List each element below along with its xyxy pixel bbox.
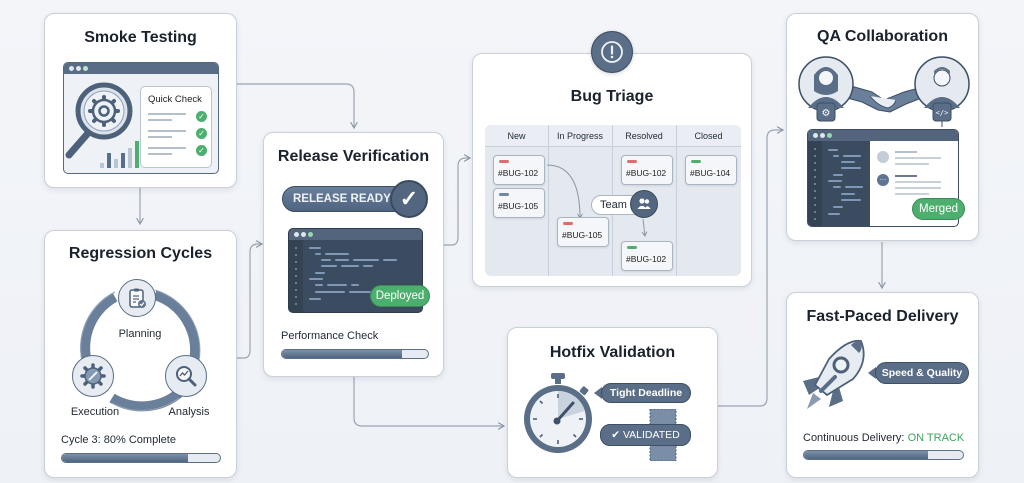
clipboard-check-icon — [129, 288, 146, 308]
on-track-status: ON TRACK — [907, 432, 965, 444]
bug-id: #BUG-104 — [690, 168, 731, 178]
connector-release-to-triage — [444, 154, 472, 246]
validated-badge: ✔ VALIDATED — [600, 424, 691, 446]
bug-id: #BUG-105 — [498, 201, 539, 211]
bug-card[interactable]: #BUG-102 — [621, 155, 673, 185]
bug-card[interactable]: #BUG-102 — [621, 241, 673, 271]
priority-tag — [499, 193, 509, 196]
column-header-closed: Closed — [694, 131, 723, 141]
check-icon: ✓ — [196, 145, 207, 156]
fast-paced-delivery-card[interactable]: Fast-Paced Delivery Speed & Quality Cont… — [786, 292, 979, 478]
quick-check-panel: Quick Check ✓ ✓ ✓ — [140, 86, 212, 168]
deadline-callout: Tight Deadline — [594, 383, 691, 403]
connector-regression-to-release — [237, 240, 264, 359]
svg-text:</>: </> — [936, 109, 949, 117]
speed-quality-label: Speed & Quality — [875, 362, 969, 384]
release-verification-title: Release Verification — [277, 148, 430, 165]
release-ready-badge: RELEASE READY — [282, 186, 408, 212]
qa-collaboration-title: QA Collaboration — [817, 28, 948, 45]
release-ready-label: RELEASE READY — [293, 193, 391, 205]
bug-id: #BUG-102 — [498, 168, 539, 178]
priority-tag — [691, 160, 701, 163]
quick-check-label: Quick Check — [148, 94, 202, 105]
priority-tag — [499, 160, 509, 163]
regression-cycles-title: Regression Cycles — [68, 245, 213, 262]
gear-gauge-icon — [80, 363, 106, 389]
stopwatch-icon — [524, 373, 592, 453]
column-header-new: New — [507, 131, 526, 141]
regression-cycles-card[interactable]: Regression Cycles Planning Analysis — [44, 230, 237, 478]
alert-exclamation-icon — [591, 31, 633, 73]
smoke-testing-card[interactable]: Smoke Testing — [44, 13, 237, 188]
kanban-board: New In Progress Resolved Closed #BUG-102… — [485, 125, 741, 276]
column-header-resolved: Resolved — [625, 131, 663, 141]
stage-label-execution: Execution — [70, 406, 120, 418]
release-check-icon: ✓ — [390, 180, 428, 218]
bug-triage-title: Bug Triage — [570, 88, 654, 105]
check-icon: ✓ — [196, 128, 207, 139]
magnifier-gear-icon — [65, 82, 133, 159]
analysis-stage-icon — [165, 355, 207, 397]
check-item-2: ✓ — [148, 128, 208, 143]
comment-avatar-icon — [877, 151, 889, 163]
bug-id: #BUG-102 — [626, 254, 667, 264]
hotfix-validation-card[interactable]: Hotfix Validation Tight Deadline ✔ VALID… — [507, 327, 718, 478]
continuous-delivery-status: Continuous Delivery: ON TRACK — [803, 432, 964, 444]
continuous-delivery-label: Continuous Delivery: — [803, 432, 908, 444]
performance-check-label: Performance Check — [281, 330, 379, 342]
window-titlebar — [64, 63, 218, 74]
team-label: Team — [600, 199, 627, 211]
regression-progress-bar — [61, 453, 221, 463]
connector-release-to-hotfix — [353, 377, 506, 430]
delivery-progress-bar — [803, 450, 964, 460]
deadline-label: Tight Deadline — [601, 383, 691, 403]
comment-more-icon: … — [877, 174, 889, 186]
priority-tag — [627, 160, 637, 163]
check-item-3: ✓ — [148, 145, 208, 160]
bug-card[interactable]: #BUG-102 — [493, 155, 545, 185]
speed-quality-callout: Speed & Quality — [868, 362, 969, 384]
column-header-in-progress: In Progress — [556, 131, 604, 141]
hotfix-validation-title: Hotfix Validation — [549, 344, 676, 361]
check-item-1: ✓ — [148, 111, 208, 126]
merged-badge: Merged — [912, 198, 965, 220]
execution-stage-icon — [72, 355, 114, 397]
bug-id: #BUG-102 — [626, 168, 667, 178]
performance-progress-fill — [282, 350, 402, 358]
stage-label-analysis: Analysis — [168, 406, 210, 418]
delivery-progress-fill — [804, 451, 929, 459]
handshake-collaboration-icon: ⚙ </> — [798, 56, 970, 127]
stage-label-planning: Planning — [118, 328, 162, 340]
smoke-testing-window: Quick Check ✓ ✓ ✓ — [63, 62, 219, 174]
regression-progress-fill — [62, 454, 189, 462]
bug-card[interactable]: #BUG-105 — [557, 217, 609, 247]
bug-card[interactable]: #BUG-105 — [493, 188, 545, 218]
priority-tag — [627, 246, 637, 249]
bug-card[interactable]: #BUG-104 — [685, 155, 737, 185]
planning-stage-icon — [118, 279, 156, 317]
bar-chart-icon — [100, 141, 139, 168]
cycle-status-text: Cycle 3: 80% Complete — [61, 434, 176, 446]
smoke-testing-title: Smoke Testing — [84, 29, 197, 46]
qa-collaboration-card[interactable]: QA Collaboration ⚙ </> — [786, 13, 979, 241]
rocket-icon — [803, 339, 865, 409]
check-icon: ✓ — [196, 111, 207, 122]
fast-paced-delivery-title: Fast-Paced Delivery — [806, 308, 959, 325]
performance-progress-bar — [281, 349, 429, 359]
priority-tag — [563, 222, 573, 225]
svg-text:⚙: ⚙ — [822, 108, 831, 119]
bug-id: #BUG-105 — [562, 230, 603, 240]
connector-smoke-to-release — [237, 83, 358, 130]
release-verification-card[interactable]: Release Verification RELEASE READY ✓ Dep… — [263, 132, 444, 377]
bug-triage-card[interactable]: Bug Triage New In Progress Resolved Clos… — [472, 53, 752, 287]
magnifier-trend-icon — [176, 366, 197, 387]
deployed-badge: Deployed — [370, 285, 430, 307]
team-icon — [630, 190, 658, 218]
